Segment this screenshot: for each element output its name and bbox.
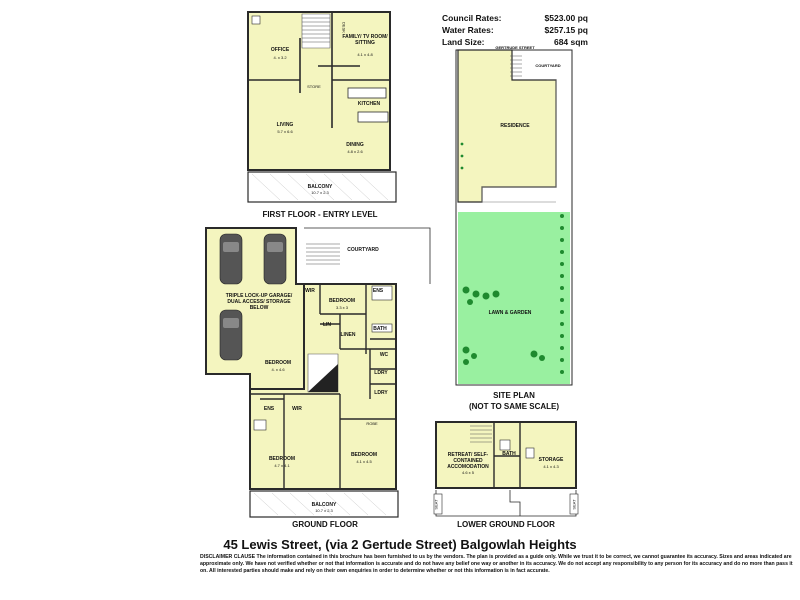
garden-trees	[460, 142, 564, 374]
garage-label: TRIPLE LOCK-UP GARAGE/ DUAL ACCESS/ STOR…	[225, 293, 293, 311]
site-courtyard-label: COURTYARD	[535, 63, 561, 68]
first-floor-heading: FIRST FLOOR - ENTRY LEVEL	[262, 210, 378, 219]
bedroom-4-dim: 4.1 x 4.5	[356, 459, 372, 464]
site-plan-heading: SITE PLAN	[493, 391, 535, 400]
storage-label: STORAGE	[538, 457, 564, 463]
desk-label: DESK	[341, 22, 347, 33]
retreat-dim: 4.6 x 5	[461, 470, 474, 475]
land-size-label: Land Size:	[442, 37, 485, 47]
property-address: 45 Lewis Street, (via 2 Gertude Street) …	[223, 537, 577, 552]
wir-label: WIR	[305, 288, 315, 294]
site-plan-scale-note: (NOT TO SAME SCALE)	[468, 402, 560, 411]
gf-bath-label: BATH	[373, 326, 387, 332]
seat-1-label: SEAT	[433, 499, 439, 510]
disclaimer-text: DISCLAIMER CLAUSE The information contai…	[200, 554, 793, 575]
site-plan	[455, 49, 573, 386]
family-room-dim: 4.1 x 4.8	[357, 52, 373, 57]
lower-ground-heading: LOWER GROUND FLOOR	[457, 520, 555, 529]
lower-ground-floor-plan	[433, 421, 579, 517]
water-rates-value: $257.15 pq	[544, 25, 588, 35]
laundry-1-label: LDRY	[374, 370, 388, 376]
office-dim: 4. x 3.2	[273, 55, 287, 60]
ground-floor-walls	[250, 284, 396, 489]
gf-balcony-label: BALCONY	[311, 502, 337, 508]
water-rates-label: Water Rates:	[442, 25, 494, 35]
lower-ground-fill	[435, 421, 577, 489]
storage-dim: 4.1 x 4.3	[543, 464, 559, 469]
first-floor-plan	[247, 11, 397, 203]
family-room-label: FAMILY/ TV ROOM/ SITTING	[342, 34, 388, 46]
ff-balcony-dim: 10.7 x 2.3	[311, 190, 329, 195]
kitchen-label: KITCHEN	[357, 101, 381, 107]
residence-label: RESIDENCE	[500, 123, 530, 129]
living-dim: 5.7 x 6.6	[277, 129, 293, 134]
bedroom-1-dim: 3.3 x 3	[335, 305, 348, 310]
first-floor-fill	[247, 11, 391, 171]
gf-balcony-dim: 10.7 x 2.3	[315, 508, 333, 513]
ens-label: ENS	[372, 288, 384, 294]
lin-label: LIN	[322, 322, 332, 328]
bedroom-3-dim: 4.7 x 4.1	[274, 463, 290, 468]
bedroom-3-label: BEDROOM	[268, 456, 296, 462]
ens-2-label: ENS	[263, 406, 275, 412]
first-floor-walls	[248, 12, 390, 128]
ff-balcony-label: BALCONY	[307, 184, 333, 190]
retreat-label: RETREAT/ SELF-CONTAINED ACCOMODATION	[447, 452, 489, 470]
ground-floor-plan	[205, 227, 431, 518]
robe-label: ROBE	[366, 421, 378, 426]
store-label: STORE	[307, 84, 321, 89]
first-floor-balcony	[247, 171, 397, 203]
bedroom-4-label: BEDROOM	[350, 452, 378, 458]
living-label: LIVING	[276, 122, 294, 128]
dining-label: DINING	[346, 142, 364, 148]
gf-courtyard-label: COURTYARD	[347, 247, 379, 253]
laundry-2-label: LDRY	[374, 390, 388, 396]
bedroom-1-label: BEDROOM	[328, 298, 356, 304]
first-floor-stairs	[301, 13, 331, 49]
ground-floor-heading: GROUND FLOOR	[292, 520, 358, 529]
gertrude-street-label: GERTRUDE STREET	[495, 45, 535, 50]
bedroom-2-dim: 4. x 4.6	[271, 367, 285, 372]
lawn-garden-label: LAWN & GARDEN	[488, 310, 532, 316]
council-rates-value: $523.00 pq	[544, 13, 588, 23]
lg-bath-label: BATH	[502, 451, 516, 457]
council-rates-label: Council Rates:	[442, 13, 502, 23]
wc-label: WC	[379, 352, 389, 358]
office-label: OFFICE	[270, 47, 290, 53]
wir-2-label: WIR	[292, 406, 302, 412]
linen-label: LINEN	[340, 332, 356, 338]
land-size-value: 684 sqm	[553, 37, 588, 47]
seat-2-label: SEAT	[571, 499, 577, 510]
dining-dim: 4.8 x 2.6	[347, 149, 363, 154]
bedroom-2-label: BEDROOM	[264, 360, 292, 366]
